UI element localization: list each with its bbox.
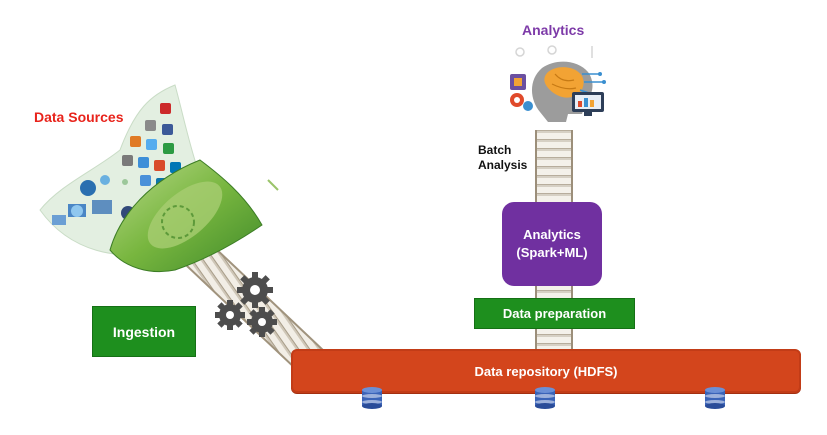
batch-analysis-line2: Analysis xyxy=(478,158,528,172)
analytics-box-line1: Analytics xyxy=(523,227,581,242)
vertical-conveyor-top xyxy=(535,130,573,202)
database-icon xyxy=(705,387,725,409)
database-icon xyxy=(535,387,555,409)
analytics-title-label: Analytics xyxy=(522,22,585,38)
ingestion-box: Ingestion xyxy=(92,306,196,357)
analytics-spark-ml-box: Analytics (Spark+ML) xyxy=(502,202,602,286)
data-preparation-box: Data preparation xyxy=(474,298,635,329)
analytics-box-line2: (Spark+ML) xyxy=(516,245,588,260)
data-repository-box: Data repository (HDFS) xyxy=(291,349,801,393)
data-preparation-label: Data preparation xyxy=(502,306,607,321)
data-repository-label: Data repository (HDFS) xyxy=(474,363,618,379)
vertical-conveyor-bottom xyxy=(535,328,573,352)
batch-analysis-line1: Batch xyxy=(478,143,512,157)
database-icon xyxy=(362,387,382,409)
ingestion-label: Ingestion xyxy=(112,323,176,340)
batch-analysis-label: Batch Analysis xyxy=(478,143,527,173)
vertical-conveyor-middle xyxy=(535,285,573,299)
data-sources-label: Data Sources xyxy=(34,109,124,125)
